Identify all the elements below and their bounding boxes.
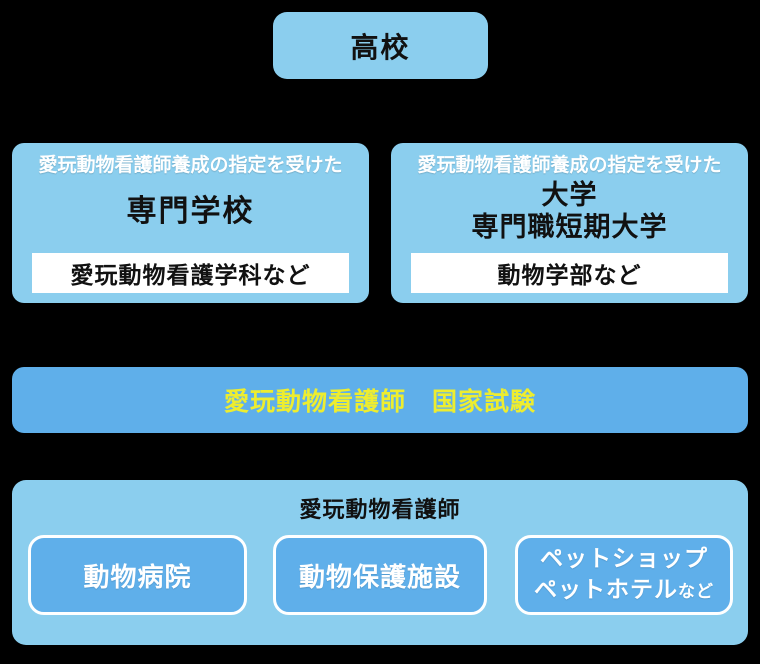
university-department-box: 動物学部など [411, 253, 728, 293]
job-pet-shop-box: ペットショップ ペットホテルなど [515, 535, 733, 615]
university-department-label: 動物学部など [497, 263, 642, 289]
university-title-line2: 専門職短期大学 [471, 212, 668, 243]
university-box: 愛玩動物看護師養成の指定を受けた 大学 専門職短期大学 動物学部など [391, 143, 748, 303]
job-animal-shelter-label: 動物保護施設 [298, 562, 461, 593]
vocational-school-department-label: 愛玩動物看護学科など [70, 263, 311, 289]
national-exam-bar: 愛玩動物看護師 国家試験 [12, 367, 748, 433]
job-pet-shop-suffix: など [678, 582, 714, 602]
vocational-school-title-zone: 専門学校 [12, 173, 369, 251]
job-pet-shop-line1: ペットショップ [540, 545, 708, 572]
job-animal-hospital-box: 動物病院 [28, 535, 247, 615]
university-title-zone: 大学 専門職短期大学 [391, 173, 748, 251]
job-pet-shop-line2: ペットホテルなど [534, 575, 714, 606]
highschool-box: 高校 [273, 12, 488, 79]
job-animal-hospital-label: 動物病院 [83, 562, 192, 593]
vocational-school-box: 愛玩動物看護師養成の指定を受けた 専門学校 愛玩動物看護学科など [12, 143, 369, 303]
national-exam-label: 愛玩動物看護師 国家試験 [223, 387, 536, 416]
university-title-line1: 大学 [541, 179, 598, 211]
career-title: 愛玩動物看護師 [299, 498, 461, 523]
university-header: 愛玩動物看護師養成の指定を受けた [417, 154, 722, 176]
job-animal-shelter-box: 動物保護施設 [273, 535, 487, 615]
vocational-school-header: 愛玩動物看護師養成の指定を受けた [38, 154, 343, 176]
highschool-label: 高校 [350, 30, 411, 64]
job-pet-shop-line2-text: ペットホテル [534, 577, 678, 603]
vocational-school-department-box: 愛玩動物看護学科など [32, 253, 349, 293]
career-container: 愛玩動物看護師 動物病院 動物保護施設 ペットショップ ペットホテルなど [12, 480, 748, 645]
vocational-school-title: 専門学校 [126, 194, 255, 229]
